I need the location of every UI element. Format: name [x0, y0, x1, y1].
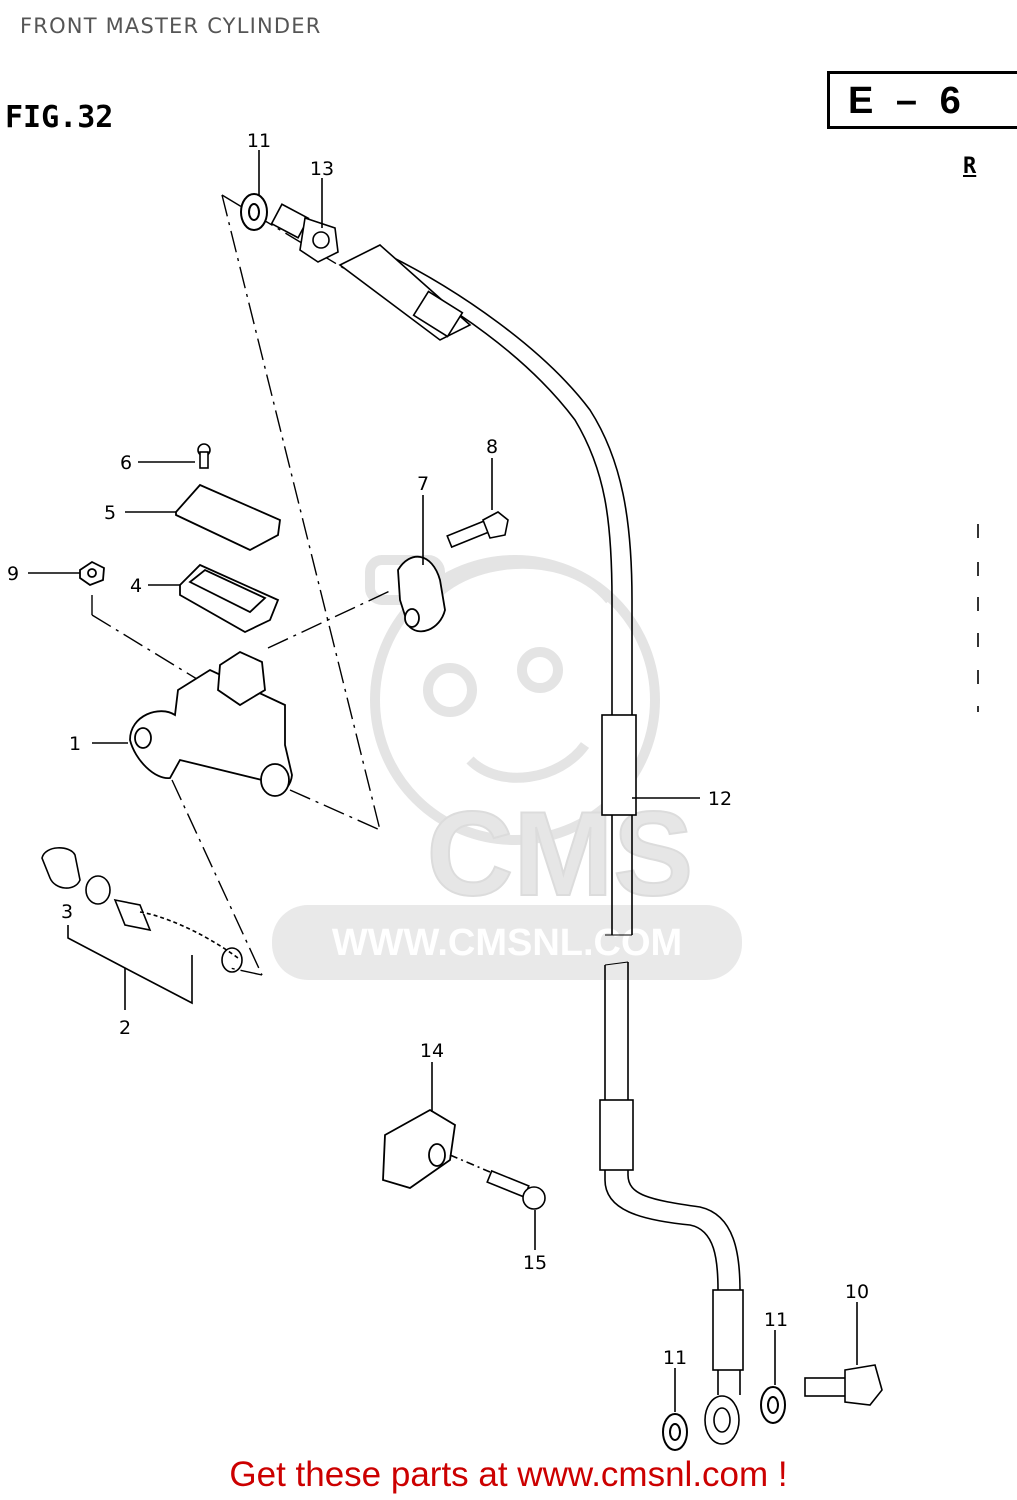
callout-11-right: 11	[764, 1309, 788, 1331]
footer-link[interactable]: Get these parts at www.cmsnl.com !	[229, 1455, 788, 1494]
hose-union-bolt-13	[270, 203, 339, 263]
callout-11-top: 11	[247, 130, 271, 152]
callout-1: 1	[69, 733, 81, 755]
watermark: CMS WWW.CMSNL.COM	[272, 555, 742, 980]
leader-lines	[28, 150, 858, 1412]
master-cylinder-body-1	[129, 650, 293, 797]
callout-3: 3	[61, 901, 73, 923]
page-title: FRONT MASTER CYLINDER	[20, 14, 322, 38]
washers-11	[240, 193, 786, 1451]
callout-4: 4	[130, 575, 142, 597]
piston-kit-2	[41, 847, 243, 973]
callout-14: 14	[420, 1040, 444, 1062]
callout-12: 12	[708, 788, 732, 810]
union-bolt-10	[804, 1364, 883, 1406]
figure-label: FIG.32	[5, 100, 114, 135]
callout-11-bottom: 11	[663, 1347, 687, 1369]
bracket-bolt-8	[446, 511, 509, 549]
section-code: E – 6	[848, 80, 967, 122]
cap-screw-6	[197, 443, 211, 469]
callout-5: 5	[104, 502, 116, 524]
reservoir-cap-5	[175, 483, 281, 552]
clamp-bracket-7	[397, 555, 446, 633]
diaphragm-4	[179, 563, 280, 634]
alignment-lines	[91, 194, 393, 976]
callout-7: 7	[417, 473, 429, 495]
watermark-url: WWW.CMSNL.COM	[332, 922, 682, 964]
callout-15: 15	[523, 1252, 547, 1274]
callout-10: 10	[845, 1281, 869, 1303]
section-code-box: E – 6	[827, 71, 1017, 129]
guide-screw-15	[449, 1154, 546, 1210]
callout-13: 13	[310, 158, 334, 180]
callout-9: 9	[7, 563, 19, 585]
brake-hose-12	[338, 244, 744, 1445]
watermark-url-bar	[272, 905, 742, 980]
reference-fragment: R	[963, 154, 977, 179]
callout-6: 6	[120, 452, 132, 474]
watermark-brand: CMS	[427, 787, 694, 921]
callout-2: 2	[119, 1017, 131, 1039]
callout-8: 8	[486, 436, 498, 458]
callout-numbers: 11 13 6 5 4 9 1 7 8 3 2 12 14 15 10 11 1…	[7, 130, 869, 1369]
nut-9	[79, 560, 105, 587]
hose-guide-14	[382, 1108, 456, 1189]
